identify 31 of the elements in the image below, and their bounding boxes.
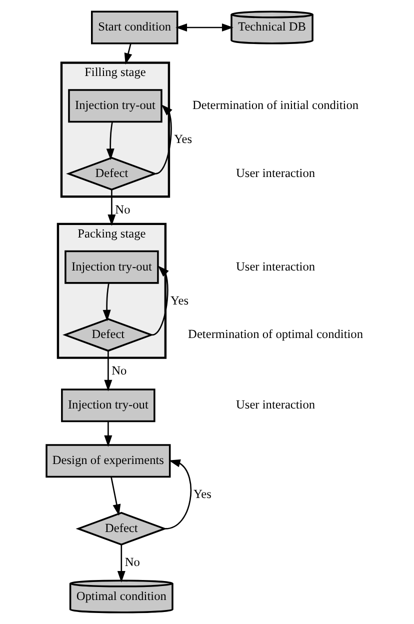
label: Determination of initial condition <box>192 98 358 112</box>
arrow <box>107 190 116 226</box>
arrow <box>102 282 110 322</box>
edge-label: No <box>111 364 126 378</box>
arrow <box>110 476 120 516</box>
label: User interaction <box>236 259 315 274</box>
arrow <box>106 122 114 160</box>
arrow <box>104 351 112 392</box>
node-box: Injection try-out <box>60 388 155 422</box>
arrow <box>152 266 168 336</box>
arrow <box>164 459 192 530</box>
arrow <box>116 544 125 582</box>
node-box: Injection try-out <box>64 250 158 284</box>
node-diamond: Defect <box>75 512 167 546</box>
arrow <box>175 23 233 32</box>
edge-label: Yes <box>174 132 192 146</box>
node-diamond: Defect <box>66 156 157 190</box>
label: User interaction <box>236 398 315 412</box>
arrow <box>155 104 172 174</box>
node-box: Start condition <box>90 10 178 44</box>
label: User interaction <box>236 166 315 180</box>
edge-label: Yes <box>170 293 188 308</box>
node-diamond: Defect <box>62 318 154 352</box>
arrow <box>124 43 132 65</box>
edge-label: No <box>124 554 140 569</box>
node-box: Design of experiments <box>45 444 170 478</box>
label: Determination of optimal condition <box>188 327 363 342</box>
arrow <box>104 422 112 447</box>
edge-label: No <box>114 202 130 217</box>
node-box: Injection try-out <box>68 89 162 123</box>
edge-label: Yes <box>192 487 211 502</box>
